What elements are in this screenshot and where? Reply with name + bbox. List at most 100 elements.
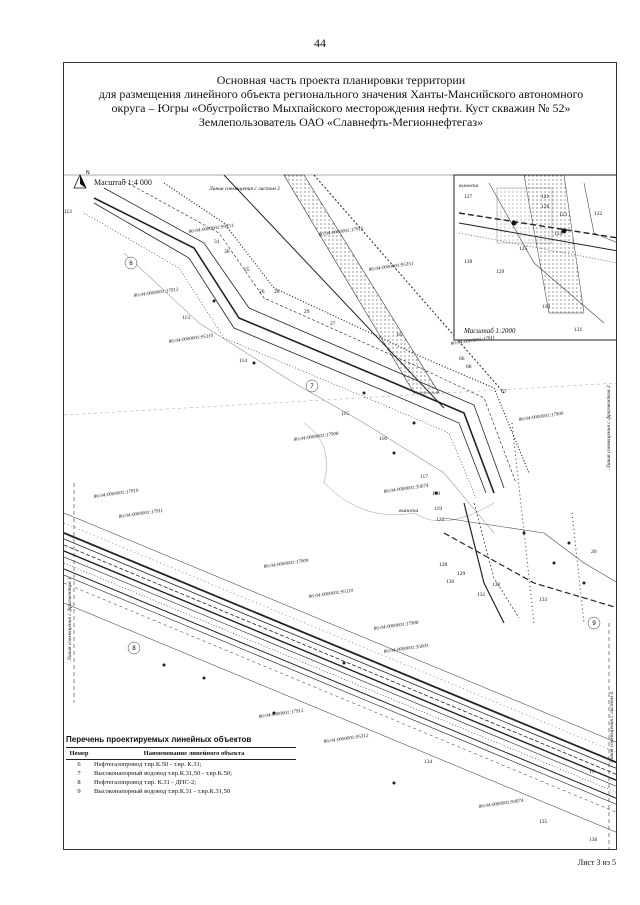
cadastral-label: 86:04:0000001:94974 <box>479 799 525 810</box>
point-number-labels: 112 113 114 115 116 117 118 119 120 128 … <box>64 194 603 843</box>
point-label: 66 <box>459 356 465 362</box>
legend-grid: Номер Наименование линейного объекта 6 Н… <box>66 747 296 796</box>
point-label: 30 <box>224 249 230 255</box>
match-line-frag2: Линия совмещения с фрагментом 2 <box>605 385 612 470</box>
cadastral-label: 86:04:0000001:17908 <box>294 432 340 443</box>
point-label: 134 <box>424 759 433 765</box>
point-label: 114 <box>239 358 247 364</box>
line-marker-7 <box>305 379 319 393</box>
point-label: 29 <box>304 309 310 315</box>
point-label: 133 <box>539 597 548 603</box>
point-label: 131 <box>477 592 486 598</box>
point-label: 128 <box>464 259 473 265</box>
cadastral-label: 86:04:0000001:17909 <box>264 559 310 570</box>
match-line-sheet2: Линия совмещения с листом 2 <box>208 186 280 192</box>
cadastral-label: 86:04:0000001:35674 <box>384 484 430 495</box>
legend-row-number: 7 <box>77 770 81 777</box>
point-label: 26 <box>259 289 265 295</box>
point-label: 130 <box>446 579 455 585</box>
inset-callout-label: выноска <box>459 183 478 189</box>
point-label: 113 <box>182 315 190 321</box>
terrain-contour <box>303 422 495 522</box>
inset-detail-box <box>453 174 616 341</box>
legend-row: 7 Высоконапорный водовод т.вр.К.31,50 - … <box>66 769 296 778</box>
point-label: 129 <box>496 269 505 275</box>
point-label: 20 <box>591 549 597 555</box>
match-line-horizontal <box>64 382 616 416</box>
point-label: 112 <box>64 209 72 215</box>
line-id-markers: 6 7 8 9 <box>124 256 601 655</box>
point-label: 124 <box>554 231 563 237</box>
point-label: 130 <box>542 304 551 310</box>
point-label: 65 <box>397 332 403 338</box>
parcel-boundary <box>123 252 495 534</box>
north-arrow-icon: N <box>73 170 90 189</box>
cadastral-label: 86:04:0000001:17909 <box>519 412 565 423</box>
point-label: 128 <box>439 562 448 568</box>
cadastral-label: 86:04:0000001:95351 <box>369 262 414 273</box>
point-label: 129 <box>457 571 466 577</box>
scale-inset-label: Масштаб 1:2000 <box>463 327 516 335</box>
line-marker-9-label: 9 <box>592 621 596 627</box>
site-plan-map: 6 7 8 9 N Масштаб 1:4 000 Линия совмещен… <box>64 170 616 849</box>
survey-points <box>162 299 586 785</box>
cadastral-label: 86:04:0000001:95110 <box>169 334 214 345</box>
cadastral-label: 86:04:0000001:17912 <box>134 288 180 299</box>
point-label: 127 <box>464 194 473 200</box>
legend-col-name: Наименование линейного объекта <box>92 747 296 760</box>
point-label: 120 <box>436 517 445 523</box>
main-callout-label: выноска <box>399 508 418 514</box>
line-marker-7-label: 7 <box>310 384 314 390</box>
point-label: 136 <box>589 837 598 843</box>
point-label: 126 <box>541 204 550 210</box>
point-label: 115 <box>341 411 349 417</box>
legend-row-number: 8 <box>77 779 81 786</box>
site-outline <box>443 517 616 583</box>
sheet-number: Лист 3 из 5 <box>577 858 616 867</box>
legend-row-number: 9 <box>77 788 81 795</box>
point-label: 116 <box>379 436 387 442</box>
legend-row-name: Высоконапорный водовод т.вр.К.31 - т.вр.… <box>94 788 231 795</box>
point-label: 28 <box>274 289 280 295</box>
legend-row-name: Нефтегазопровод т.вр. К.31 - ДНС-2; <box>94 779 197 786</box>
cadastral-label: 86:04:0000001:17910 <box>319 227 365 238</box>
title-line-2: для размещения линейного объекта региона… <box>98 87 584 101</box>
point-label: 122 <box>594 211 603 217</box>
point-label: 67 <box>501 389 507 395</box>
dotted-corridor-band <box>283 174 440 394</box>
line-marker-8 <box>127 641 141 655</box>
legend-col-number: Номер <box>66 747 92 760</box>
legend-title: Перечень проектируемых линейных объектов <box>66 735 252 744</box>
point-label: 31 <box>214 239 220 245</box>
legend-row-name: Нефтегазопровод т.вр.К.50 - т.вр. К.31; <box>94 761 202 768</box>
match-line-frag1: Линия совмещения с фрагментом 1 <box>66 577 73 662</box>
cadastral-labels: 86:04:0000001:95351 86:04:0000001:17910 … <box>94 224 565 810</box>
site-pipeline-dashed <box>443 532 616 609</box>
point-label: 27 <box>330 321 336 327</box>
cadastral-label: 86:04:0000001:17911 <box>119 509 164 520</box>
title-line-1: Основная часть проекта планировки террит… <box>216 73 466 87</box>
point-label: 121 <box>541 194 550 200</box>
drawing-title: Основная часть проекта планировки террит… <box>64 73 616 129</box>
scale-main-label: Масштаб 1:4 000 <box>94 178 152 187</box>
legend-table: Перечень проектируемых линейных объектов… <box>66 735 296 796</box>
cadastral-label: 86:04:0000001:95312 <box>324 734 370 745</box>
north-letter: N <box>86 170 90 176</box>
page-number: 44 <box>314 36 326 50</box>
drawing-frame: Основная часть проекта планировки террит… <box>63 62 617 850</box>
connector-pipeline-dashed <box>473 502 520 619</box>
point-label: 19 <box>589 769 595 775</box>
cadastral-label: 86:04:0000001:35603 <box>384 644 430 655</box>
legend-row-name: Высоконапорный водовод т.вр.К.31,50 - т.… <box>94 770 232 777</box>
line-marker-9 <box>587 616 601 630</box>
corridor-dashed-line <box>313 174 505 394</box>
legend-row: 6 Нефтегазопровод т.вр.К.50 - т.вр. К.31… <box>66 760 296 770</box>
dotted-boundary <box>511 422 535 624</box>
line-marker-6-label: 6 <box>129 261 133 267</box>
point-label: 25 <box>244 267 250 273</box>
title-line-3: округа – Югры «Обустройство Мыхпайского … <box>111 101 571 115</box>
point-label: 131 <box>574 327 583 333</box>
legend-row: 9 Высоконапорный водовод т.вр.К.31 - т.в… <box>66 787 296 796</box>
point-label: 135 <box>539 819 548 825</box>
cadastral-label: 86:04:0000001:17911 <box>451 336 496 347</box>
